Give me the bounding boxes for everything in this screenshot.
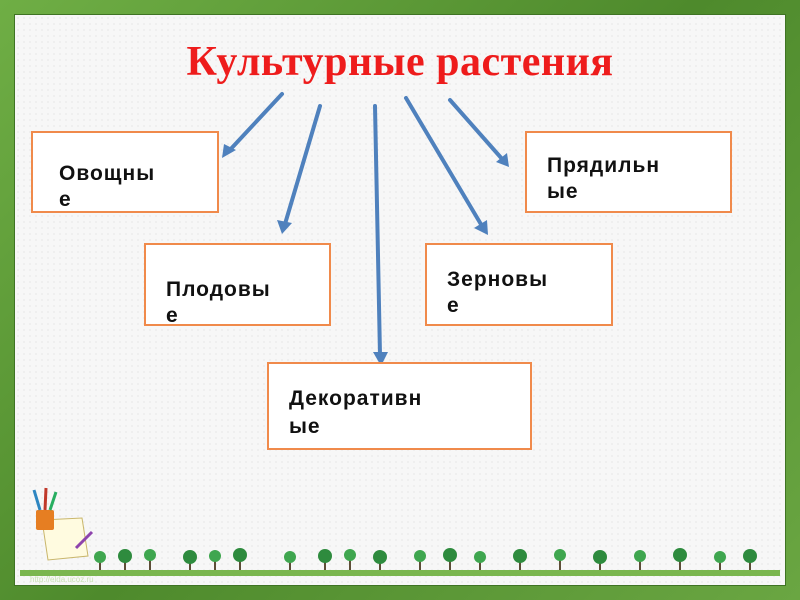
footer-strip: [20, 570, 780, 576]
footer-url: http://elda.ucoz.ru: [30, 575, 94, 584]
trees-border-icon: [94, 548, 757, 570]
pencil-cup-icon: [34, 488, 92, 560]
